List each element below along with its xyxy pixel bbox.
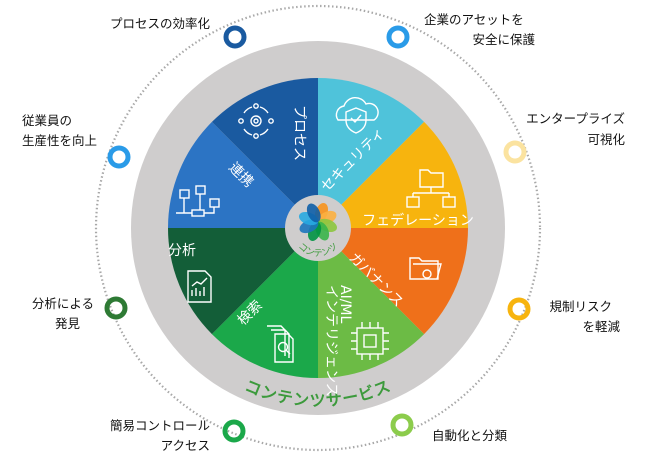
benefit-dot [104,296,128,320]
svg-text:自動化と分類: 自動化と分類 [432,428,508,443]
svg-text:規制リスク: 規制リスク [549,299,612,314]
segment-1 [318,121,468,228]
segment-label-process: プロセス [291,105,307,161]
folder-gear-icon [409,257,442,280]
center-label: コンテンツ [296,242,340,259]
benefit-dot [107,145,131,169]
svg-text:発見: 発見 [55,316,81,331]
svg-text:可視化: 可視化 [587,132,625,147]
segment-3 [318,228,425,378]
svg-text:簡易コントロール: 簡易コントロール [110,418,210,433]
benefit-dot [223,25,247,49]
benefit-automation: 自動化と分類 [390,413,508,443]
logo-petal [306,203,321,223]
svg-text:アクセス: アクセス [161,438,210,453]
benefit-secure-assets: 企業のアセットを 安全に保護 [386,12,535,49]
segment-label-analytics: 分析 [168,243,196,259]
segment-7 [211,78,318,228]
segment-4 [211,228,318,378]
chip-icon [351,322,389,360]
segment-label-federation: フェデレーション [362,212,474,229]
benefit-enterprise-visibility: エンタープライズ 可視化 [503,111,625,164]
segment-2 [318,228,469,335]
segment-0 [318,78,425,228]
svg-text:を軽減: を軽減 [582,319,620,334]
segment-6 [168,121,318,228]
benefit-insight: 分析による 発見 [32,296,128,331]
svg-text:エンタープライズ: エンタープライズ [526,111,625,126]
svg-text:企業のアセットを: 企業のアセットを [424,12,524,27]
outer-dotted-ring [94,4,542,452]
folder-hierarchy-icon [406,169,456,208]
benefit-reduce-risk: 規制リスク を軽減 [507,297,620,334]
benefit-dot [390,413,414,437]
chart-report-icon [187,270,212,303]
segment-5 [168,228,318,335]
segments [168,78,469,378]
segment-label-aiml: AI/ML [337,285,353,324]
benefit-dot [507,297,531,321]
benefit-dot [222,419,246,443]
benefit-access-control: 簡易コントロール アクセス [110,418,246,453]
network-icon [176,185,220,217]
benefit-dot [503,140,527,164]
gear-cycle-icon [238,103,274,139]
segment-label-intelligence: インテリジェンス [323,285,339,397]
svg-text:プロセスの効率化: プロセスの効率化 [110,16,211,31]
alfresco-logo-icon [298,202,338,242]
benefit-productivity: 従業員の 生産性を向上 [22,113,131,169]
cloud-shield-icon [335,97,379,134]
svg-text:分析による: 分析による [32,296,94,311]
benefit-process-efficiency: プロセスの効率化 [110,16,247,49]
svg-text:生産性を向上: 生産性を向上 [22,133,97,148]
svg-text:従業員の: 従業員の [22,113,72,128]
document-search-icon [267,325,294,363]
svg-text:安全に保護: 安全に保護 [472,32,535,47]
benefit-dot [386,25,410,49]
